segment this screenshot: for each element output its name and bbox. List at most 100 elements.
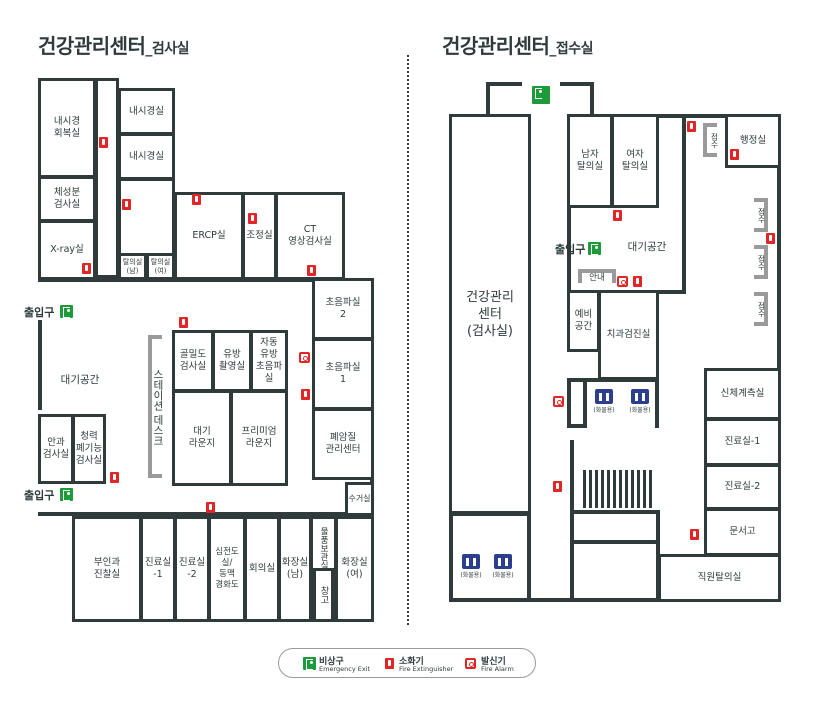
emergency-exit-icon [303,657,316,670]
wall [449,598,781,602]
room-premium-lounge: 프리미엄 라운지 [230,390,288,486]
wall [583,380,587,428]
room-eye: 안과 검사실 [38,414,74,484]
room-gynecology: 부인과 진찰실 [72,516,142,622]
room-label: 대기 라운지 [188,426,216,449]
wall [656,510,660,600]
room-label: 자동 유방 초음파실 [255,337,283,384]
storage-label: 물품보관실 [318,526,329,570]
fire-alarm-icon [553,396,564,407]
room-label: 예비 공간 [574,309,593,332]
room-meeting: 회의실 [244,516,280,622]
right-plan-title: 건강관리센터_접수실 [442,34,594,58]
room-collection: 수거실 [345,482,374,516]
left-plan-title: 건강관리센터_검사실 [38,34,190,58]
room-label: 폐암질 관리센터 [325,432,361,455]
fire-extinguisher-icon [122,199,131,210]
room-label: 내시경실 [129,105,164,117]
fire-extinguisher-icon [110,472,119,483]
room-label: 안과 검사실 [42,437,70,460]
legend: 비상구 Emergency Exit 소화기 Fire Extinguisher… [278,648,536,678]
reception-label: 접수 [757,254,766,270]
room-ecg: 심전도실/ 동맥 경화도 [208,516,246,622]
freight-elevator-icon: (화물용) [460,554,482,580]
room-changing-male: 남자 탈의실 [567,114,613,208]
room-label: 진료실-1 [724,436,761,447]
wall [38,320,42,410]
room-label: 수거실 [348,494,371,503]
wall [682,114,686,294]
room-label: 심전도실/ 동맥 경화도 [215,547,239,590]
freight-elevator-icon: (화물용) [629,389,651,415]
wall [449,512,531,516]
room-label: 조정실 [246,230,273,241]
entrance-lower[interactable]: 출입구 [24,489,55,502]
room-label: 청력 폐기능 검사실 [75,431,103,466]
freight-elevator-icon: (화물용) [593,389,615,415]
room-mammography: 유방 촬영실 [212,330,252,392]
room-exam-1: 진료실 -1 [140,516,176,622]
fire-alarm-icon [617,276,628,287]
room-ultrasound-2: 초음파실 2 [312,278,374,340]
room-health-center-exam: 건강관리 센터 (검사실) [449,114,531,514]
reception-label: 접수 [710,132,719,148]
reception-counter [754,245,768,279]
entrance[interactable]: 출입구 [555,243,586,256]
room-label: 치과검진실 [606,329,651,340]
legend-alarm-label: 발신기 [481,657,506,667]
room-label: 초음파실 1 [325,362,361,385]
room-archive: 문서고 [704,508,781,556]
fire-alarm-icon [299,352,310,363]
wall [560,82,594,86]
waiting-area-label: 대기공간 [627,240,667,253]
reception-label: 접수 [757,207,766,223]
wall [567,206,571,292]
room-label: 부인과 진찰실 [93,557,121,580]
room-label: 진료실 -2 [178,557,206,580]
fire-extinguisher-icon [730,149,739,160]
room-label: 신체계측실 [720,388,765,399]
emergency-exit-icon [588,242,601,255]
emergency-exit-icon [532,86,550,104]
waiting-area-label: 대기공간 [60,373,100,386]
legend-exit-sublabel: Emergency Exit [319,665,371,673]
wall [38,512,374,516]
room-label: 창고 [318,586,329,604]
fire-extinguisher-icon [553,481,562,492]
reception-counter [703,123,717,157]
fire-extinguisher-icon [99,137,108,148]
room-changing-male: 탈의실 (남) [118,253,147,280]
wall [570,510,660,514]
wall [486,82,522,86]
room-label: 진료실 -1 [144,557,172,580]
room-label: 남자 탈의실 [576,149,604,172]
wall [38,278,374,282]
room-label: 골밀도 검사실 [179,349,207,372]
entrance-upper[interactable]: 출입구 [24,306,55,319]
room-exam-2: 진료실-2 [704,464,781,510]
reception-counter [754,292,768,326]
room-label: 프리미엄 라운지 [241,426,277,449]
legend-alarm-sublabel: Fire Alarm [481,665,514,673]
wall [777,114,781,602]
room-endoscopy-1: 내시경실 [118,88,175,135]
legend-exit-label: 비상구 [319,657,344,667]
room-reserve: 예비 공간 [567,290,600,352]
wall [567,378,659,382]
fire-extinguisher-icon [385,658,394,669]
station-desk-label: 스테이션 데스크 [152,369,164,446]
fire-extinguisher-icon [206,502,215,513]
room-dental: 치과검진실 [598,290,659,380]
wall [655,378,659,428]
wall [527,512,531,602]
legend-extinguisher-sublabel: Fire Extinguisher [399,665,454,673]
fire-extinguisher-icon [248,213,257,224]
room-ercp: ERCP실 [174,192,244,280]
fire-extinguisher-icon [690,529,699,540]
room-label: 여자 탈의실 [621,149,649,172]
room-storage: 창고 [313,568,334,622]
room-ultrasound-1: 초음파실 1 [312,338,374,410]
fire-extinguisher-icon [687,121,696,132]
station-desk [148,335,162,478]
room-restroom-female: 화장실 (여) [335,516,374,622]
